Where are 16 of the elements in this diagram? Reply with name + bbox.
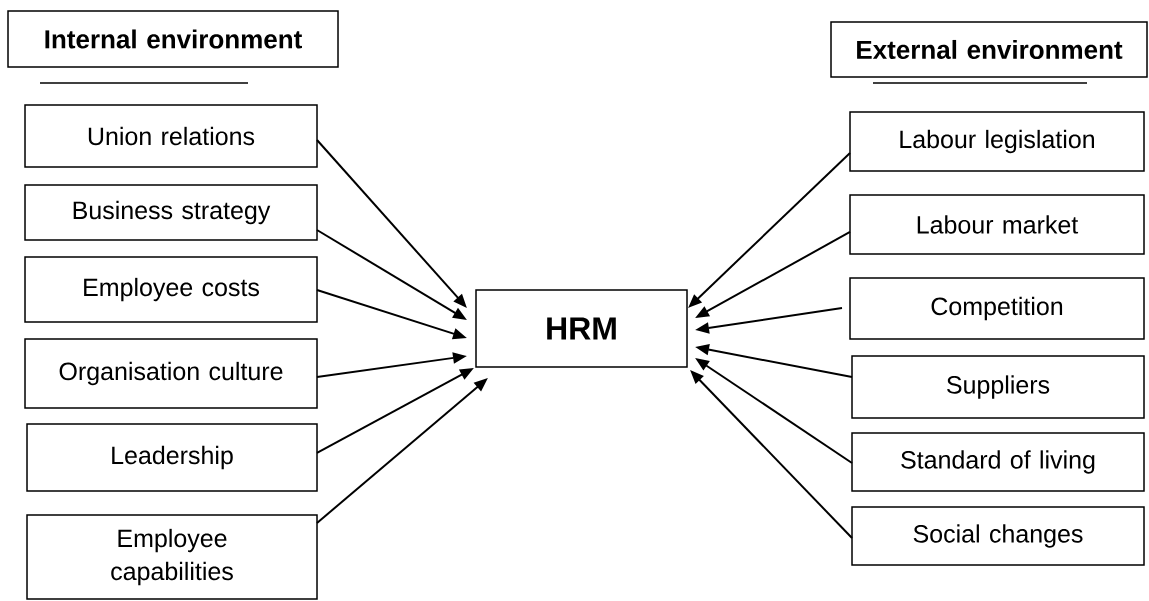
heading-box: Internal environment xyxy=(7,10,339,68)
hrm-box: HRM xyxy=(475,289,688,368)
factor-box: Suppliers xyxy=(851,355,1145,419)
factor-box: Competition xyxy=(849,277,1145,340)
factor-box: Leadership xyxy=(26,423,318,492)
arrow xyxy=(690,370,853,539)
factor-box: Social changes xyxy=(851,506,1145,566)
factor-box: Standard of living xyxy=(851,432,1145,492)
factor-box: Business strategy xyxy=(24,184,318,241)
factor-box: Organisation culture xyxy=(24,338,318,409)
factor-box: Employee costs xyxy=(24,256,318,323)
factor-box: Labour legislation xyxy=(849,111,1145,172)
heading-box: External environment xyxy=(830,21,1148,78)
factor-box: Employee capabilities xyxy=(26,514,318,600)
factor-box: Labour market xyxy=(849,194,1145,255)
factor-box: Union relations xyxy=(24,104,318,168)
